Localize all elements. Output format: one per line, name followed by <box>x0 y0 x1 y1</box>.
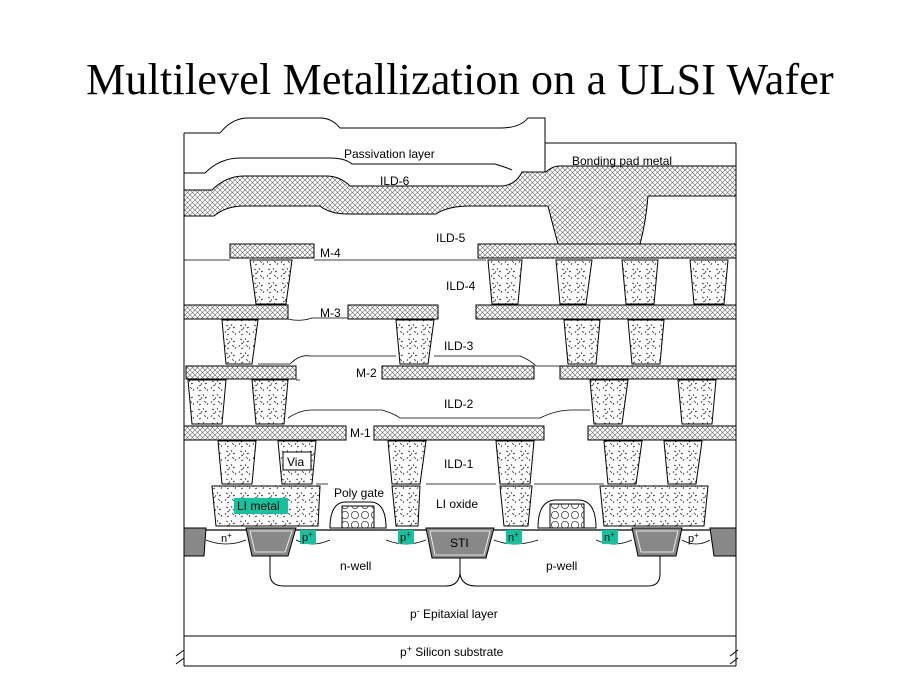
m1-line-left <box>183 425 347 441</box>
label-via: Via <box>287 455 304 469</box>
ild3-vias <box>221 319 665 365</box>
svg-text:p+: p+ <box>688 531 699 545</box>
m2-line-left <box>185 365 297 380</box>
n-well <box>269 556 461 587</box>
ild2-line <box>287 379 590 419</box>
label-bonding-pad-metal: Bonding pad metal <box>572 154 672 168</box>
label-passivation-layer: Passivation layer <box>344 147 435 161</box>
m3-line-right <box>475 304 737 320</box>
label-m3: M-3 <box>320 306 341 320</box>
svg-text:p+: p+ <box>302 530 313 544</box>
section-frame <box>175 133 739 667</box>
m3-line-left <box>183 304 289 320</box>
label-m4: M-4 <box>320 246 341 260</box>
svg-text:n+: n+ <box>604 530 615 544</box>
m1-line-right <box>587 425 737 441</box>
label-li-oxide: LI oxide <box>436 497 478 511</box>
label-ild1: ILD-1 <box>444 457 474 471</box>
label-m2: M-2 <box>356 366 377 380</box>
svg-text:n+: n+ <box>508 530 519 544</box>
p-well <box>459 556 661 587</box>
label-ild3: ILD-3 <box>444 339 474 353</box>
label-ild4: ILD-4 <box>446 279 476 293</box>
m4-line-right <box>477 243 737 259</box>
m4-line-left <box>229 243 315 259</box>
ild3-line <box>258 355 564 367</box>
m2-line-right <box>559 365 737 380</box>
label-sti: STI <box>450 536 469 550</box>
m2-line-mid <box>381 365 535 380</box>
label-epitaxial-layer: p- Epitaxial layer <box>410 606 498 621</box>
label-poly-gate: Poly gate <box>334 486 384 500</box>
doping-labels: n+ p+ p+ n+ n+ p+ <box>221 530 699 545</box>
ild2-vias <box>187 379 717 425</box>
label-n-well: n-well <box>340 559 371 573</box>
m1-line-mid <box>373 425 545 441</box>
svg-text:p+: p+ <box>400 530 411 544</box>
label-ild6: ILD-6 <box>380 174 410 188</box>
via-label-box <box>282 451 312 471</box>
label-silicon-substrate: p+ Silicon substrate <box>400 644 504 659</box>
label-m1: M-1 <box>350 426 371 440</box>
label-p-well: p-well <box>546 559 577 573</box>
sti-trenches <box>183 527 737 559</box>
passivation-inner-line <box>184 157 513 174</box>
ild4-line <box>287 317 348 321</box>
label-li-metal: LI metal <box>237 499 280 513</box>
label-ild5: ILD-5 <box>436 231 466 245</box>
passivation-layer <box>184 117 736 144</box>
page-title: Multilevel Metallization on a ULSI Wafer <box>86 55 834 104</box>
svg-text:n+: n+ <box>221 531 232 545</box>
sti-trench-inner <box>249 530 679 556</box>
poly-gates <box>329 499 597 529</box>
label-ild2: ILD-2 <box>444 397 474 411</box>
m3-line-mid <box>347 304 439 320</box>
highlight-boxes <box>234 498 618 544</box>
ild6-layer <box>183 165 737 245</box>
ild4-vias <box>249 259 729 305</box>
